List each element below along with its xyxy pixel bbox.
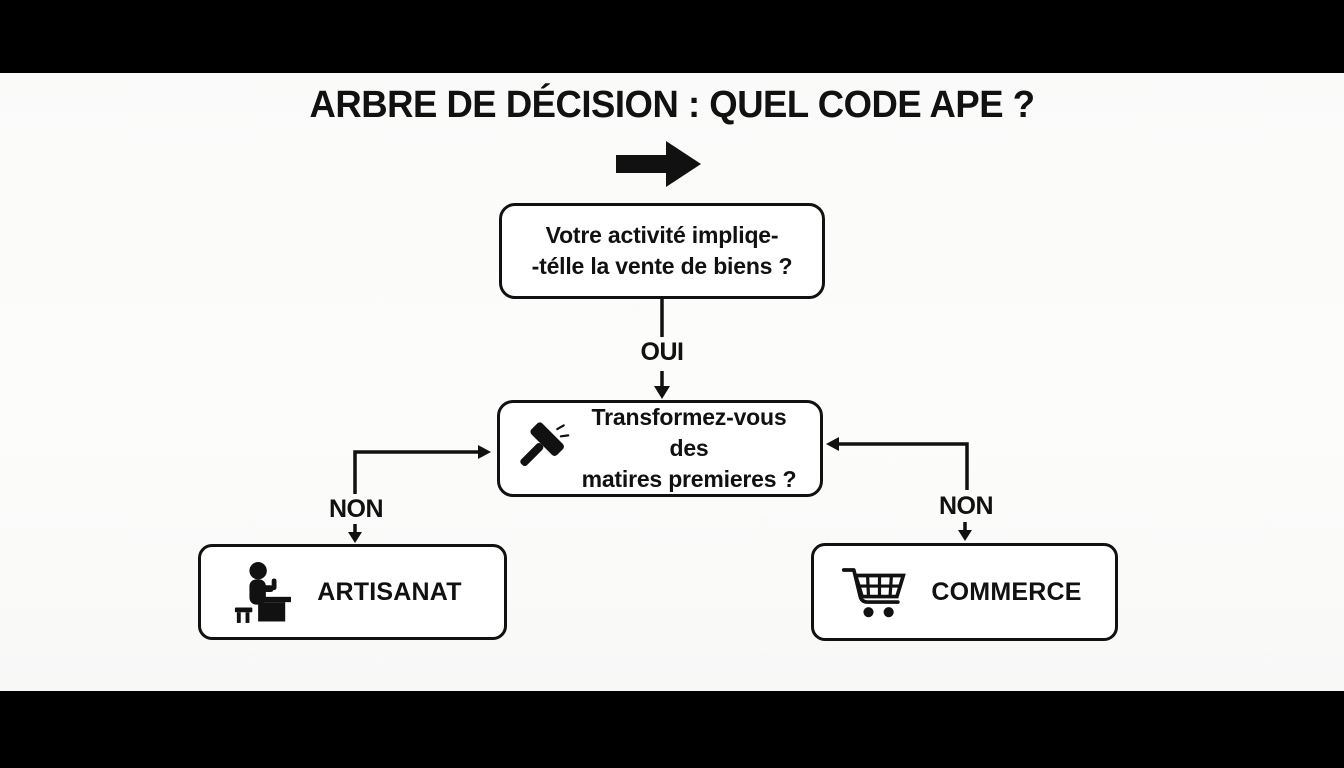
edge-non-right-elbow: [826, 437, 969, 490]
node-question-vente: Votre activité impliqe- -télle la vente …: [499, 203, 825, 299]
edge-label-non-right: NON: [938, 492, 994, 520]
gavel-icon: [512, 418, 570, 480]
node-question-transformation: Transformez-vous des matires premieres ?: [497, 400, 823, 497]
edge-non-left-to-artisanat: [348, 524, 362, 543]
page-title: ARBRE DE DÉCISION : QUEL CODE APE ?: [309, 84, 1035, 126]
craftsman-at-desk-icon: [233, 561, 292, 623]
commerce-label: COMMERCE: [931, 577, 1082, 606]
question-transformation-text: Transformez-vous des matires premieres ?: [581, 404, 797, 492]
edge-oui-to-q2: [654, 371, 670, 399]
letterbox-bottom: [0, 691, 1344, 768]
edge-label-non-left: NON: [328, 495, 384, 523]
shopping-cart-icon: [841, 562, 907, 622]
letterbox-top: [0, 0, 1344, 73]
edge-non-left-elbow: [353, 445, 491, 494]
right-arrow-icon: [616, 140, 702, 188]
question-vente-text: Votre activité impliqe- -télle la vente …: [531, 222, 793, 279]
node-artisanat: ARTISANAT: [198, 544, 507, 640]
edge-non-right-to-commerce: [958, 522, 972, 541]
edge-label-oui: OUI: [640, 338, 684, 366]
node-commerce: COMMERCE: [811, 543, 1118, 641]
artisanat-label: ARTISANAT: [317, 577, 462, 606]
